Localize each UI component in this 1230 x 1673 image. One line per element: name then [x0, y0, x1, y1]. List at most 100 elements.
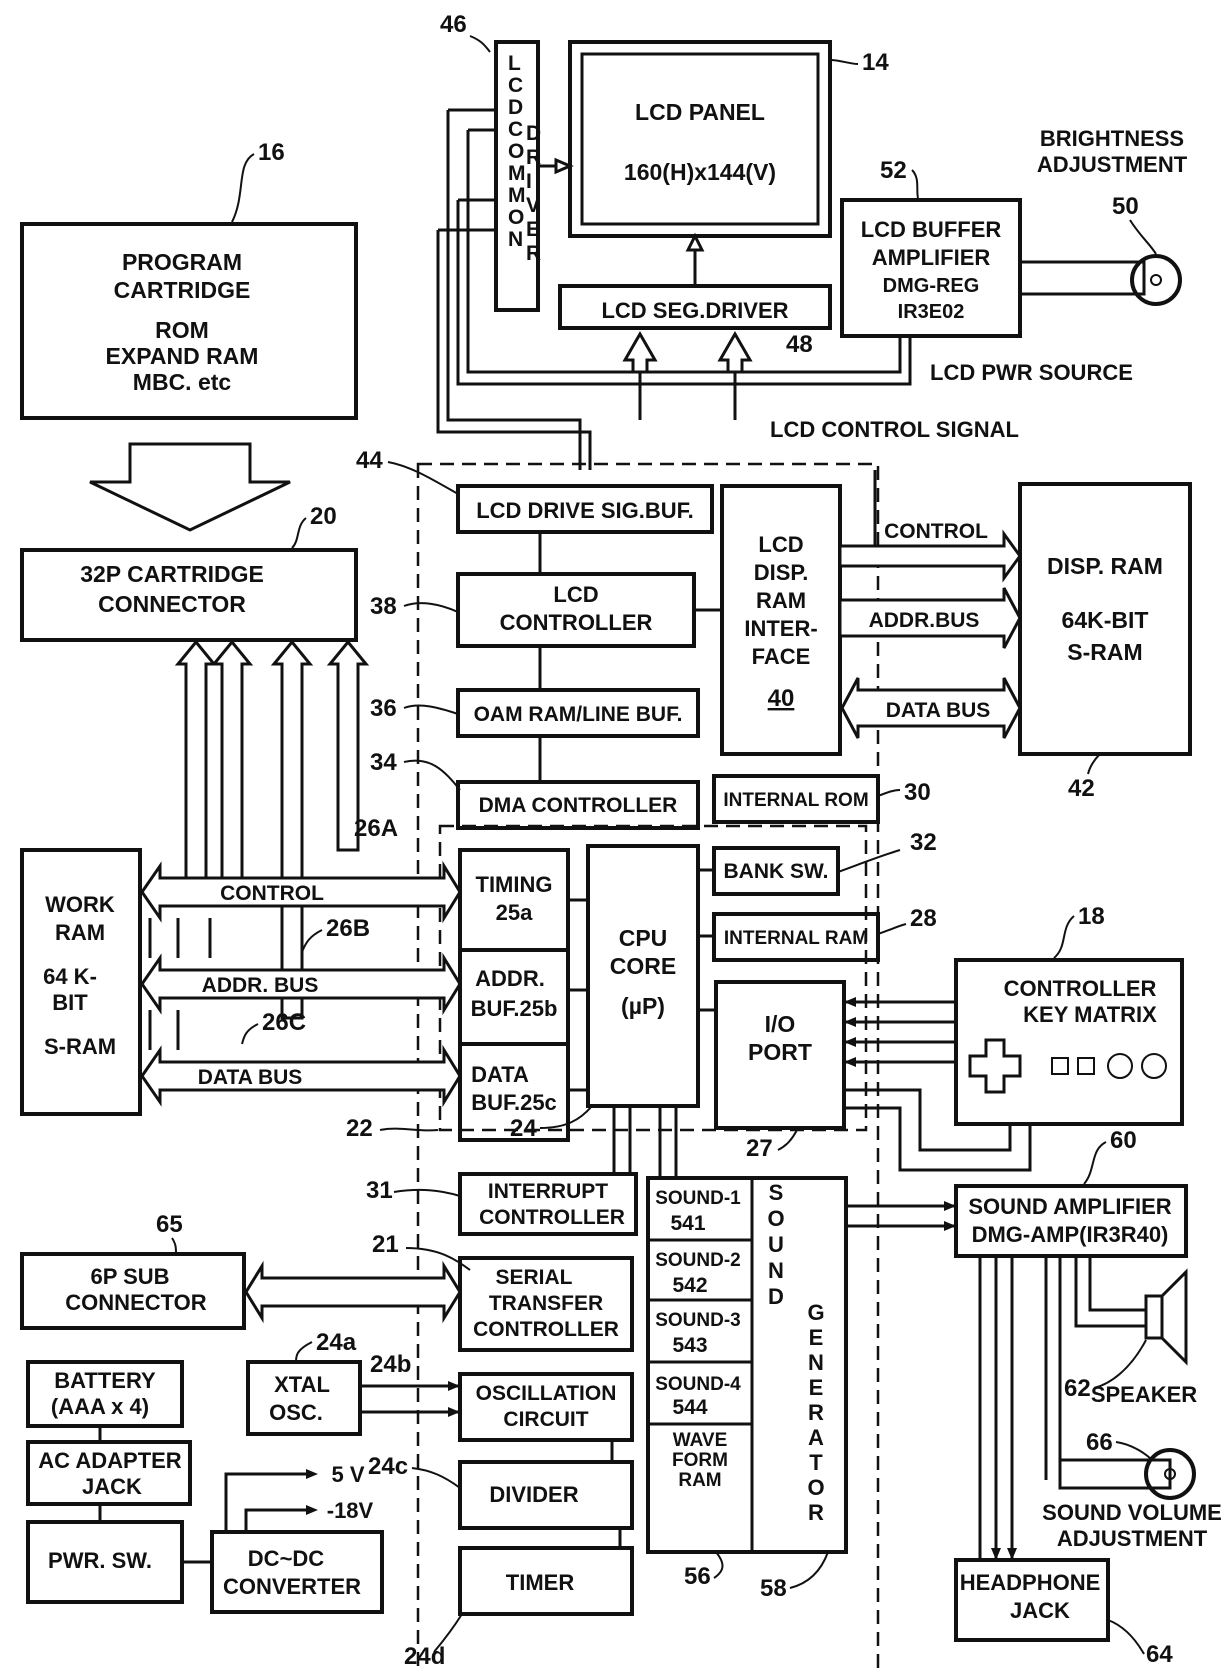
xtal-to-osc-lines: [360, 1381, 460, 1417]
ref-38-leader: [403, 602, 459, 613]
ref-18-leader: [1053, 915, 1075, 959]
serial-bus-arrow: [244, 1260, 462, 1324]
ref-27: 27: [746, 1135, 773, 1162]
volume-knob-center: [1164, 1468, 1176, 1480]
dcdc-outputs: [224, 1469, 318, 1532]
ref-21-leader: [405, 1247, 471, 1271]
lcd-disp-ram-if-1: LCD: [758, 532, 803, 557]
ref-66-leader: [1115, 1441, 1153, 1461]
ref-26a: 26A: [354, 815, 398, 842]
work-ram-5: S-RAM: [44, 1034, 116, 1059]
program-cartridge-2: CARTRIDGE: [114, 277, 251, 303]
lcd-disp-ram-if-ref: 40: [768, 685, 795, 712]
key-matrix-lines: [844, 997, 1032, 1172]
ref-42: 42: [1068, 775, 1095, 802]
speaker-icon: [1144, 1268, 1188, 1366]
sound-amp-1: SOUND AMPLIFIER: [968, 1194, 1171, 1219]
lcd-buffer-amp-line3: DMG-REG: [883, 275, 980, 297]
sound-volume-2: ADJUSTMENT: [1057, 1526, 1208, 1551]
program-cartridge-5: MBC. etc: [133, 369, 232, 395]
work-ram-bus-taps: [148, 918, 212, 1050]
work-addr-label: ADDR. BUS: [202, 974, 319, 997]
lcd-ctrl-bus-2: [436, 228, 592, 470]
ref-14: 14: [862, 49, 889, 76]
ref-28-leader: [877, 923, 907, 935]
ref-24d-leader: [433, 1613, 463, 1653]
cartridge-connector-box: [20, 548, 358, 642]
interrupt-controller-1: INTERRUPT: [488, 1180, 608, 1203]
ref-50: 50: [1112, 193, 1139, 220]
sub-connector-box: [20, 1252, 246, 1330]
wave-ram-3: RAM: [678, 1470, 721, 1491]
v5-label: 5 V: [331, 1462, 364, 1487]
brightness-knob: [1130, 254, 1182, 306]
battery-1: BATTERY: [54, 1368, 156, 1393]
lcd-pwr-source-label: LCD PWR SOURCE: [930, 360, 1133, 385]
timer-box: [458, 1546, 634, 1616]
cpu-core-2: CORE: [610, 953, 676, 979]
ref-22: 22: [346, 1115, 373, 1142]
serial-transfer-2: TRANSFER: [489, 1292, 603, 1315]
amp-to-speaker-lines: [1074, 1256, 1146, 1328]
ref-31-leader: [393, 1188, 461, 1197]
work-ram-1: WORK: [45, 892, 115, 917]
interrupt-controller-box: [458, 1172, 638, 1236]
sound-4-name: SOUND-4: [655, 1374, 741, 1395]
work-control-bus: [140, 860, 462, 924]
ref-21: 21: [372, 1231, 399, 1258]
osc-divider-timer-links: [610, 1440, 622, 1548]
wave-ram-1: WAVE: [673, 1430, 728, 1451]
lcd-seg-driver-label: LCD SEG.DRIVER: [601, 298, 788, 323]
cpu-down-links: [612, 1106, 678, 1178]
disp-control-label: CONTROL: [884, 520, 988, 543]
v18-label: -18V: [327, 1498, 374, 1523]
lcd-disp-ram-if-4: INTER-: [744, 616, 817, 641]
ref-24a-leader: [295, 1341, 313, 1363]
divider-label: DIVIDER: [489, 1482, 578, 1507]
sound-2-ref: 542: [672, 1274, 707, 1297]
battery-2: (AAA x 4): [51, 1394, 149, 1419]
ref-16-leader: [231, 153, 255, 223]
ref-46-leader: [469, 35, 491, 53]
ref-56: 56: [684, 1563, 711, 1590]
ref-27-leader: [777, 1127, 799, 1151]
interrupt-controller-2: CONTROLLER: [479, 1206, 625, 1229]
lcd-panel-inner: [580, 52, 820, 226]
ref-24c-leader: [411, 1467, 461, 1489]
volume-knob-shaft: [1058, 1458, 1172, 1490]
ref-65: 65: [156, 1211, 183, 1238]
disp-ram-1: DISP. RAM: [1047, 553, 1163, 579]
lcd-disp-ram-if-3: RAM: [756, 588, 806, 613]
wave-ram-2: FORM: [672, 1450, 728, 1471]
ref-22-leader: [379, 1127, 439, 1132]
internal-ram-label: INTERNAL RAM: [724, 928, 868, 949]
ref-52: 52: [880, 157, 907, 184]
dpad-icon: [968, 1038, 1022, 1094]
xtal-osc-2: OSC.: [269, 1400, 323, 1425]
ref-34: 34: [370, 749, 397, 776]
ref-34-leader: [403, 759, 461, 791]
cartridge-connector-1: 32P CARTRIDGE: [80, 561, 264, 587]
work-addr-bus: [140, 952, 462, 1016]
cpu-buf-links: [568, 898, 588, 1092]
brightness-knob-center: [1150, 274, 1162, 286]
sound-1-ref: 541: [670, 1212, 705, 1235]
addr-buf-1: ADDR.: [475, 966, 545, 991]
disp-ram-2: 64K-BIT: [1062, 607, 1149, 633]
ref-48: 48: [786, 331, 813, 358]
common-to-panel-arrow: [554, 157, 574, 175]
disp-control-bus: [838, 529, 1022, 583]
ref-24a: 24a: [316, 1329, 357, 1356]
internal-rom-box: [712, 774, 880, 824]
serial-transfer-box: [458, 1256, 634, 1352]
headphone-jack-1: HEADPHONE: [960, 1570, 1101, 1595]
headphone-jack-box: [954, 1558, 1110, 1642]
ref-26c: 26C: [262, 1009, 306, 1036]
work-ram-box: [20, 848, 142, 1116]
ref-24c: 24c: [368, 1453, 408, 1480]
lcd-drive-sig-buf-box: [456, 484, 714, 534]
